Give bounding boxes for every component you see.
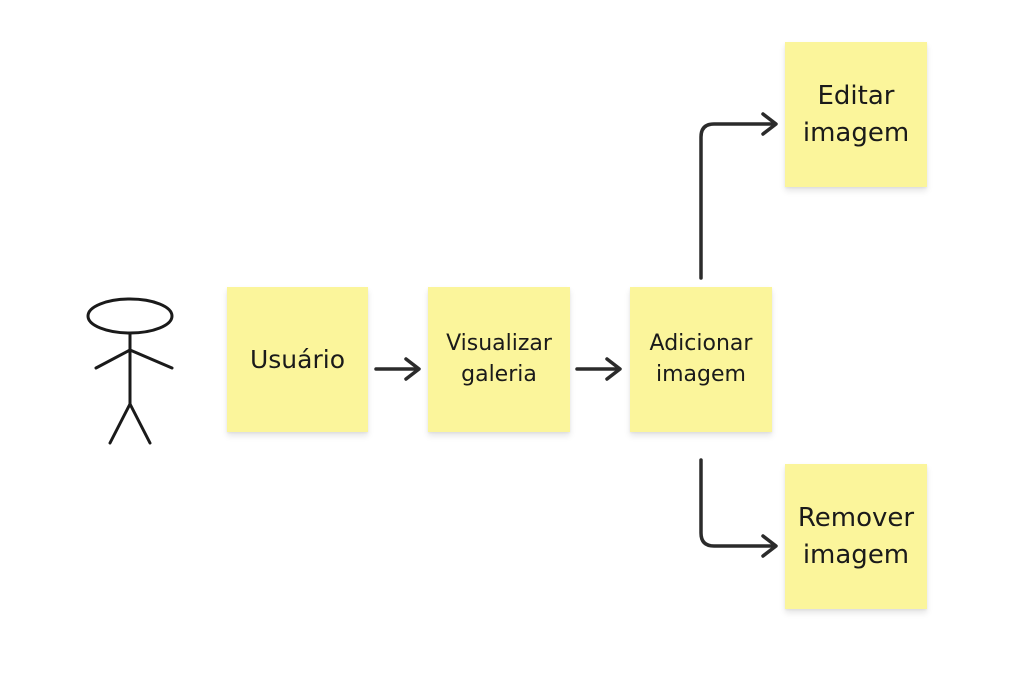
sticky-note-usuario[interactable]: Usuário — [227, 287, 368, 432]
stick-figure-icon — [86, 297, 174, 445]
sticky-note-editar-imagem[interactable]: Editar imagem — [785, 42, 927, 187]
sticky-note-editar-imagem-label: Editar imagem — [802, 81, 910, 148]
arrow-adicionar-remover — [699, 458, 778, 558]
sticky-note-usuario-label: Usuário — [249, 345, 345, 374]
sticky-note-remover-imagem-label: Remover imagem — [797, 503, 915, 570]
sticky-note-adicionar-imagem-label: Adicionar imagem — [649, 330, 753, 387]
arrow-visualizar-adicionar — [575, 357, 622, 381]
sticky-note-visualizar-galeria-label: Visualizar galeria — [446, 330, 552, 387]
sticky-note-visualizar-galeria[interactable]: Visualizar galeria — [428, 287, 570, 432]
sticky-note-adicionar-imagem[interactable]: Adicionar imagem — [630, 287, 772, 432]
sticky-note-remover-imagem[interactable]: Remover imagem — [785, 464, 927, 609]
arrow-adicionar-editar — [699, 112, 778, 280]
arrow-usuario-visualizar — [374, 357, 421, 381]
